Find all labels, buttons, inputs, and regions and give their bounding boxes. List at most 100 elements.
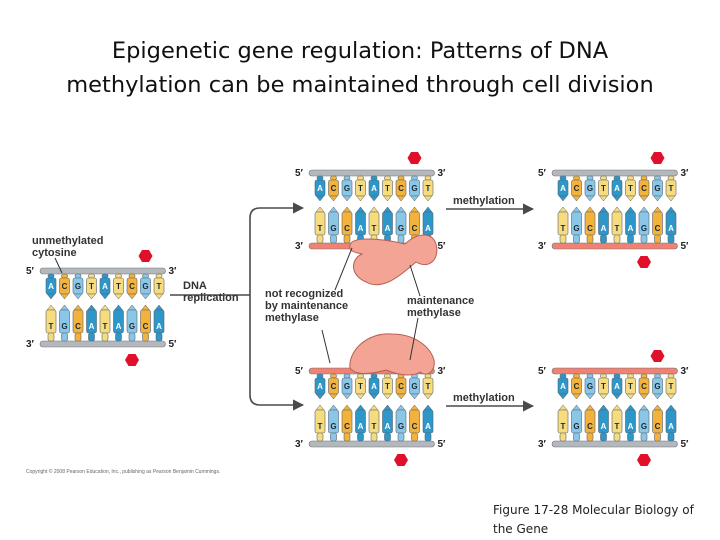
- methylated-dna-bottom-top-letter-4: A: [614, 382, 620, 391]
- parental-dna-bottom-letter-2: C: [75, 322, 81, 331]
- daughter-dna-bottom-top-tip-0: [315, 393, 325, 400]
- methylated-dna-top-methyl-bottom: [637, 256, 651, 268]
- methylated-dna-bottom-methyl-bottom: [637, 454, 651, 466]
- methylated-dna-bottom-bottom-letter-1: G: [573, 422, 579, 431]
- methylated-dna-bottom-bottom-letter-5: A: [628, 422, 634, 431]
- methylated-dna-bottom-top-stem-8: [667, 373, 675, 379]
- parental-dna-three-prime-bottom: 3′: [26, 339, 35, 350]
- daughter-dna-bottom-bottom-letter-5: A: [385, 422, 391, 431]
- methylated-dna-top-bottom-stem-7: [654, 234, 661, 244]
- methylated-dna-top-top-letter-8: T: [669, 184, 674, 193]
- methylated-dna-bottom-top-stem-1: [573, 373, 580, 379]
- daughter-dna-top-bottom-stem-2: [343, 234, 351, 244]
- methylated-dna-top-methyl-top: [650, 152, 665, 164]
- methylated-dna-top-bottom-stem-2: [586, 234, 594, 244]
- parental-dna-bottom-tip-3: [86, 304, 97, 311]
- arrows: [170, 202, 535, 412]
- daughter-dna-bottom-top-tip-4: [369, 393, 379, 400]
- parental-dna-bottom-tip-1: [59, 304, 70, 311]
- parental-dna-top-tip-1: [59, 293, 70, 300]
- parental-dna-top-stem-0: [47, 273, 55, 279]
- daughter-dna-bottom-top-letter-2: G: [344, 382, 350, 391]
- parental-dna-bottom-tip-0: [46, 304, 56, 311]
- not-recognized-pointer-bottom: [321, 329, 331, 364]
- daughter-dna-top-bottom-letter-3: A: [358, 224, 364, 233]
- parental-dna-bottom-stem-4: [101, 332, 109, 342]
- parental-dna-top-tip-4: [100, 293, 110, 300]
- daughter-dna-top-bottom-tip-3: [355, 206, 366, 213]
- methylated-dna-bottom-top-letter-3: T: [601, 382, 606, 391]
- daughter-dna-top-top-tip-3: [355, 195, 366, 202]
- daughter-dna-bottom-top-letter-3: T: [358, 382, 363, 391]
- unmethylated-cytosine-label: unmethylated cytosine: [32, 235, 107, 259]
- daughter-dna-top-top-tip-2: [342, 195, 352, 202]
- methylated-dna-top-top-letter-1: C: [574, 184, 580, 193]
- daughter-dna-bottom-bottom-letter-1: G: [330, 422, 336, 431]
- daughter-dna-top-bottom-stem-6: [397, 234, 405, 244]
- methylation-label-bottom: methylation: [453, 392, 515, 404]
- methylated-dna-bottom-bottom-tip-4: [612, 404, 622, 411]
- daughter-dna-bottom-top-stem-4: [370, 373, 378, 379]
- methylated-dna-bottom-top-letter-8: T: [669, 382, 674, 391]
- methylated-dna-bottom-top-letter-6: C: [641, 382, 647, 391]
- parental-dna-top-letter-5: T: [116, 282, 121, 291]
- daughter-dna-bottom-bottom-tip-6: [396, 404, 406, 411]
- parental-dna-top-stem-8: [155, 273, 163, 279]
- methylated-dna-bottom-top-tip-4: [612, 393, 622, 400]
- unmethylated-pointer: [54, 257, 63, 274]
- methylated-dna-top-top-letter-6: C: [641, 184, 647, 193]
- daughter-dna-bottom-bottom-stem-0: [316, 432, 324, 442]
- methylated-dna-top-bottom-tip-6: [639, 206, 649, 213]
- daughter-dna-bottom-top-letter-0: A: [317, 382, 323, 391]
- daughter-dna-bottom-top-letter-7: G: [411, 382, 417, 391]
- methylated-dna-bottom-bottom-letter-8: A: [668, 422, 674, 431]
- daughter-dna-bottom-bottom-letter-2: C: [344, 422, 350, 431]
- parental-dna-bottom-stem-0: [47, 332, 55, 342]
- parental-dna-bottom-tip-8: [154, 304, 164, 311]
- parental-dna-methyl-top: [138, 250, 153, 262]
- parental-dna-bottom-stem-3: [88, 332, 95, 342]
- daughter-dna-top-bottom-letter-7: C: [412, 224, 418, 233]
- methylated-dna-top-top-letter-2: G: [587, 184, 593, 193]
- methylated-dna-bottom-top-letter-5: T: [628, 382, 633, 391]
- maintenance-pointer-bottom: [409, 317, 419, 361]
- methylated-dna-top-bottom-stem-1: [573, 234, 580, 244]
- methylated-dna-bottom-top-letter-7: G: [654, 382, 660, 391]
- methylated-dna-top-bottom-tip-4: [612, 206, 622, 213]
- daughter-dna-bottom-top-stem-3: [357, 373, 364, 379]
- methylated-dna-top-five-prime-top: 5′: [538, 168, 547, 179]
- daughter-dna-bottom-top-stem-1: [330, 373, 337, 379]
- methylated-dna-bottom-bottom-tip-6: [639, 404, 649, 411]
- daughter-dna-bottom-bottom-tip-3: [355, 404, 366, 411]
- parental-dna-top-stem-6: [128, 273, 136, 279]
- daughter-dna-bottom-bottom-tip-8: [423, 404, 433, 411]
- parental-dna-top-stem-5: [115, 273, 122, 279]
- daughter-dna-top-five-prime-bottom: 5′: [438, 241, 447, 252]
- daughter-dna-top-bottom-tip-0: [315, 206, 325, 213]
- parental-dna-bottom-tip-6: [127, 304, 137, 311]
- methylated-dna-top-bottom-letter-7: C: [655, 224, 661, 233]
- methylated-dna-bottom-top-stem-5: [627, 373, 634, 379]
- daughter-dna-top-top-stem-6: [397, 175, 405, 181]
- title-line-2: methylation can be maintained through ce…: [66, 72, 654, 98]
- daughter-dna-top-top-tip-1: [328, 195, 339, 202]
- methylated-dna-top-top-tip-5: [625, 195, 636, 202]
- methylated-dna-top-top-strand: [551, 169, 678, 177]
- parental-dna-bottom-letter-8: A: [156, 322, 162, 331]
- slide-title: Epigenetic gene regulation: Patterns of …: [0, 34, 720, 102]
- daughter-dna-top-top-strand: [308, 169, 435, 177]
- not-recognized-label: not recognized by maintenance methylase: [265, 288, 351, 324]
- not-recognized-pointer-top: [334, 247, 353, 291]
- methylated-dna-bottom-bottom-stem-2: [586, 432, 594, 442]
- methylated-dna-bottom-top-stem-7: [654, 373, 661, 379]
- methylated-dna-bottom-top-stem-0: [559, 373, 567, 379]
- daughter-dna-top-top-letter-0: A: [317, 184, 323, 193]
- parental-dna-top-letter-8: T: [157, 282, 162, 291]
- daughter-dna-top-bottom-tip-2: [342, 206, 352, 213]
- parental-dna-top-tip-8: [154, 293, 164, 300]
- labels: unmethylated cytosine DNA replication no…: [32, 195, 515, 404]
- methylated-dna-top-top-tip-3: [598, 195, 609, 202]
- parental-dna-bottom-letter-0: T: [49, 322, 54, 331]
